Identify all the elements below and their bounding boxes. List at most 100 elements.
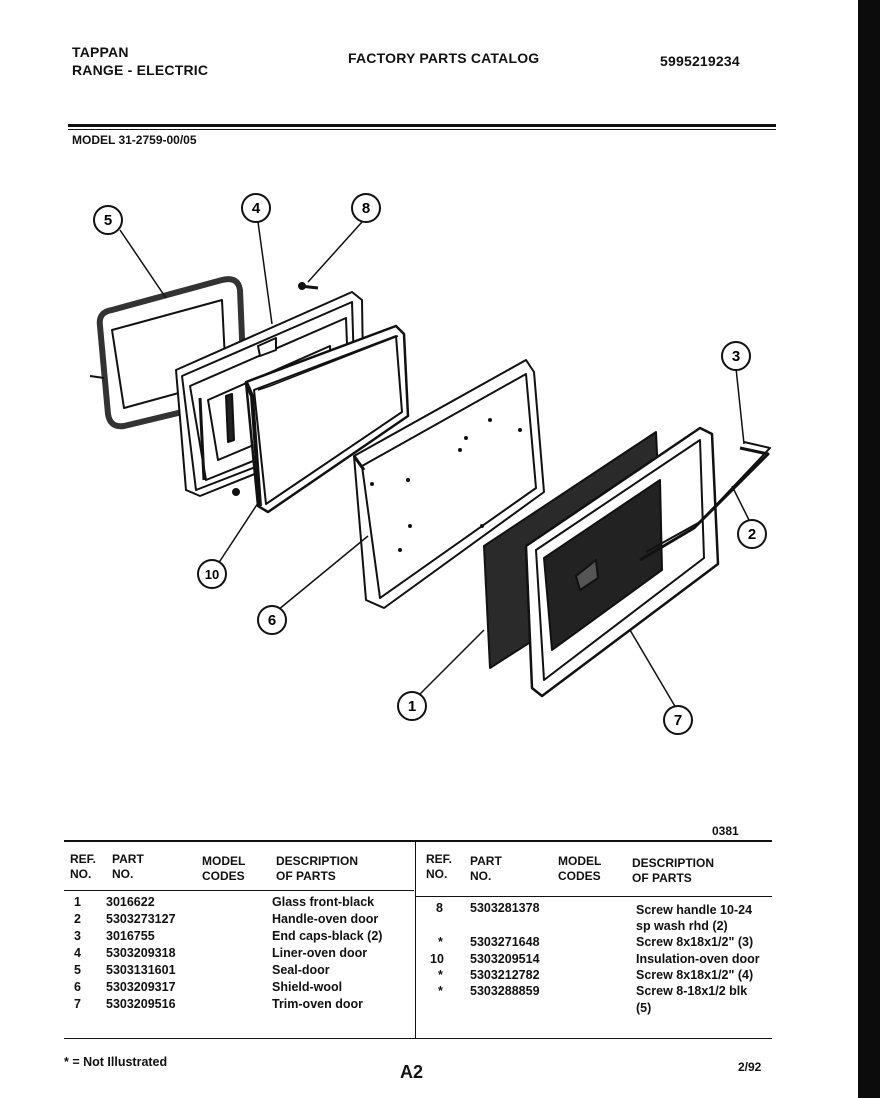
right-model-header-1: MODEL — [558, 854, 602, 868]
ref-no: 2 — [74, 912, 81, 926]
left-desc-header: DESCRIPTION OF PARTS — [276, 854, 358, 884]
right-ref-header-2: NO. — [426, 867, 448, 881]
callout-5: 5 — [93, 205, 123, 235]
ref-no: 3 — [74, 929, 81, 943]
page-number: A2 — [400, 1062, 424, 1082]
handle-part — [639, 446, 770, 562]
ref-no: * — [438, 984, 443, 998]
left-parts-list: 1 3016622 Glass front-black 2 5303273127… — [70, 894, 410, 1018]
callout-8: 8 — [351, 193, 381, 223]
header-rule — [68, 124, 776, 127]
callout-10: 10 — [197, 559, 227, 589]
table-header-rule-right — [416, 896, 772, 897]
ref-no: 8 — [436, 901, 443, 915]
table-code: 0381 — [712, 824, 739, 838]
model-line: MODEL 31-2759-00/05 — [72, 133, 197, 147]
right-model-header: MODEL CODES — [558, 854, 601, 884]
left-desc-header-1: DESCRIPTION — [276, 854, 359, 868]
callout-3-label: 3 — [732, 348, 740, 365]
part-no: 3016755 — [106, 929, 155, 943]
callout-4-label: 4 — [252, 200, 261, 217]
right-desc-header: DESCRIPTION OF PARTS — [632, 856, 714, 886]
left-ref-header-2: NO. — [70, 867, 92, 881]
callout-2-label: 2 — [748, 526, 756, 543]
left-part-header-1: PART — [112, 852, 144, 866]
part-desc: Screw 8-18x1/2 blk — [636, 984, 748, 998]
part-desc: Screw handle 10-24 — [636, 903, 753, 917]
left-ref-header-1: REF. — [70, 852, 97, 866]
callout-10-label: 10 — [205, 567, 219, 582]
callout-2: 2 — [737, 519, 767, 549]
left-part-header: PART NO. — [112, 852, 144, 882]
part-desc: sp wash rhd (2) — [636, 919, 728, 933]
footnote: * = Not Illustrated — [64, 1055, 168, 1069]
part-no: 5303271648 — [470, 935, 540, 949]
left-ref-header: REF. NO. — [70, 852, 96, 882]
right-part-header-1: PART — [470, 854, 502, 868]
part-no: 5303281378 — [470, 901, 540, 915]
part-desc: Screw 8x18x1/2" (4) — [636, 968, 754, 982]
part-desc: Shield-wool — [272, 980, 343, 994]
part-no: 5303209317 — [106, 980, 176, 994]
ref-no: 7 — [74, 997, 81, 1011]
callout-1: 1 — [397, 691, 427, 721]
left-model-header: MODEL CODES — [202, 854, 245, 884]
part-desc: Seal-door — [272, 963, 330, 977]
table-divider — [415, 842, 416, 1038]
callout-3: 3 — [721, 341, 751, 371]
scan-edge — [858, 0, 880, 1098]
right-part-header: PART NO. — [470, 854, 502, 884]
brand-name: TAPPAN — [72, 44, 129, 60]
right-ref-header-1: REF. — [426, 852, 453, 866]
callout-6: 6 — [257, 605, 287, 635]
product-category: RANGE - ELECTRIC — [72, 62, 209, 78]
table-bottom-rule — [64, 1038, 772, 1039]
ref-no: * — [438, 968, 443, 982]
table-header-rule-left — [64, 890, 414, 891]
part-no: 5303209514 — [470, 952, 540, 966]
ref-no: * — [438, 935, 443, 949]
part-no: 5303212782 — [470, 968, 540, 982]
left-model-header-2: CODES — [202, 869, 245, 883]
ref-no: 10 — [430, 952, 444, 966]
shield-wool-part — [353, 359, 545, 609]
catalog-number: 5995219234 — [660, 53, 740, 69]
left-desc-header-2: OF PARTS — [276, 869, 336, 883]
part-no: 5303209318 — [106, 946, 176, 960]
left-part-header-2: NO. — [112, 867, 134, 881]
part-desc: Trim-oven door — [272, 997, 363, 1011]
ref-no: 5 — [74, 963, 81, 977]
revision-date: 2/92 — [738, 1060, 762, 1074]
table-top-rule — [64, 840, 772, 842]
ref-no: 1 — [74, 895, 81, 909]
right-desc-header-2: OF PARTS — [632, 871, 692, 885]
exploded-parts-diagram: 5 4 8 3 2 10 6 1 7 — [89, 193, 771, 735]
part-no: 5303131601 — [106, 963, 176, 977]
right-desc-header-1: DESCRIPTION — [632, 856, 715, 870]
part-desc: End caps-black (2) — [272, 929, 383, 943]
callout-1-label: 1 — [408, 698, 416, 715]
right-model-header-2: CODES — [558, 869, 601, 883]
ref-no: 6 — [74, 980, 81, 994]
part-desc: Screw 8x18x1/2" (3) — [636, 935, 754, 949]
callout-7: 7 — [663, 705, 693, 735]
part-no: 3016622 — [106, 895, 155, 909]
callout-8-label: 8 — [362, 200, 370, 217]
callout-4: 4 — [241, 193, 271, 223]
right-parts-list: 8 5303281378 Screw handle 10-24 sp wash … — [426, 900, 770, 1024]
right-part-header-2: NO. — [470, 869, 492, 883]
right-ref-header: REF. NO. — [426, 852, 452, 882]
callout-6-label: 6 — [268, 612, 276, 629]
part-desc: Liner-oven door — [272, 946, 368, 960]
callout-7-label: 7 — [674, 712, 682, 729]
part-desc: (5) — [636, 1001, 652, 1015]
catalog-title: FACTORY PARTS CATALOG — [348, 50, 540, 66]
part-no: 5303209516 — [106, 997, 176, 1011]
header-rule-thin — [68, 129, 776, 130]
part-no: 5303288859 — [470, 984, 540, 998]
part-no: 5303273127 — [106, 912, 176, 926]
part-desc: Handle-oven door — [272, 912, 379, 926]
left-model-header-1: MODEL — [202, 854, 246, 868]
callout-5-label: 5 — [104, 212, 112, 229]
part-desc: Glass front-black — [272, 895, 375, 909]
